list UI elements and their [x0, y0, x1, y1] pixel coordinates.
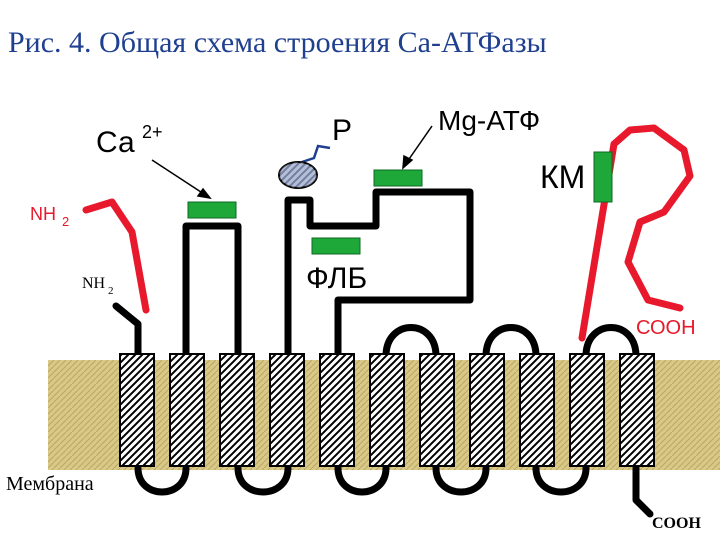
km-binding-site [593, 151, 613, 203]
figure-title: Рис. 4. Общая схема строения Са-АТФазы [8, 26, 547, 59]
helix-5 [319, 353, 355, 467]
pointer-arrow-icon [151, 125, 433, 200]
label-nh2-black: NH [82, 275, 106, 292]
label-ca-charge: 2+ [142, 122, 163, 142]
helix-11 [619, 353, 655, 467]
ca-arrow [151, 159, 205, 195]
red-c-terminal-chain [578, 124, 694, 342]
helix-4 [269, 353, 305, 467]
loop-10-11 [582, 324, 640, 360]
n-terminal-tail [112, 302, 142, 360]
helix-6 [369, 353, 405, 467]
ca-binding-site [187, 201, 237, 219]
label-km: КМ [540, 159, 585, 195]
loop-4-5 [284, 188, 474, 360]
label-mg-atf: Mg-АТФ [438, 105, 540, 136]
helix-1 [119, 353, 155, 467]
helix-10 [569, 353, 605, 467]
loop-8-9 [482, 324, 540, 360]
phosphate-group [278, 144, 331, 189]
lumen-loop-5-6 [334, 464, 390, 496]
label-flb: ФЛБ [306, 262, 367, 295]
label-cooh-black: COOH [652, 515, 701, 532]
helix-9 [519, 353, 555, 467]
binding-sites [187, 151, 613, 255]
lumen-loop-7-8 [432, 464, 490, 496]
label-nh2-red: NH [30, 204, 56, 224]
lumen-loop-9-10 [532, 464, 590, 496]
label-nh2-red-sub: 2 [62, 214, 69, 229]
loop-2-3 [182, 222, 242, 360]
label-nh2-black-sub: 2 [108, 285, 114, 297]
label-p: Р [332, 114, 352, 147]
helix-7 [419, 353, 455, 467]
regulatory-chains [82, 124, 694, 342]
helix-8 [469, 353, 505, 467]
mg-atp-binding-site [373, 169, 423, 187]
helix-3 [219, 353, 255, 467]
lumen-loop-3-4 [234, 464, 292, 496]
flb-binding-site [311, 237, 361, 255]
loop-6-7 [382, 324, 440, 360]
c-terminal-tail [632, 464, 654, 518]
helix-2 [169, 353, 205, 467]
label-cooh-red: СООН [636, 317, 696, 339]
lumen-loop-1-2 [134, 464, 190, 496]
transmembrane-helices [119, 353, 655, 467]
phosphate-link [301, 144, 331, 164]
mg-atp-arrow [406, 125, 433, 163]
protein-chain [112, 188, 654, 518]
red-n-terminal-chain [82, 198, 150, 314]
label-membrane: Мембрана [6, 473, 94, 495]
label-ca: Са [96, 126, 135, 159]
